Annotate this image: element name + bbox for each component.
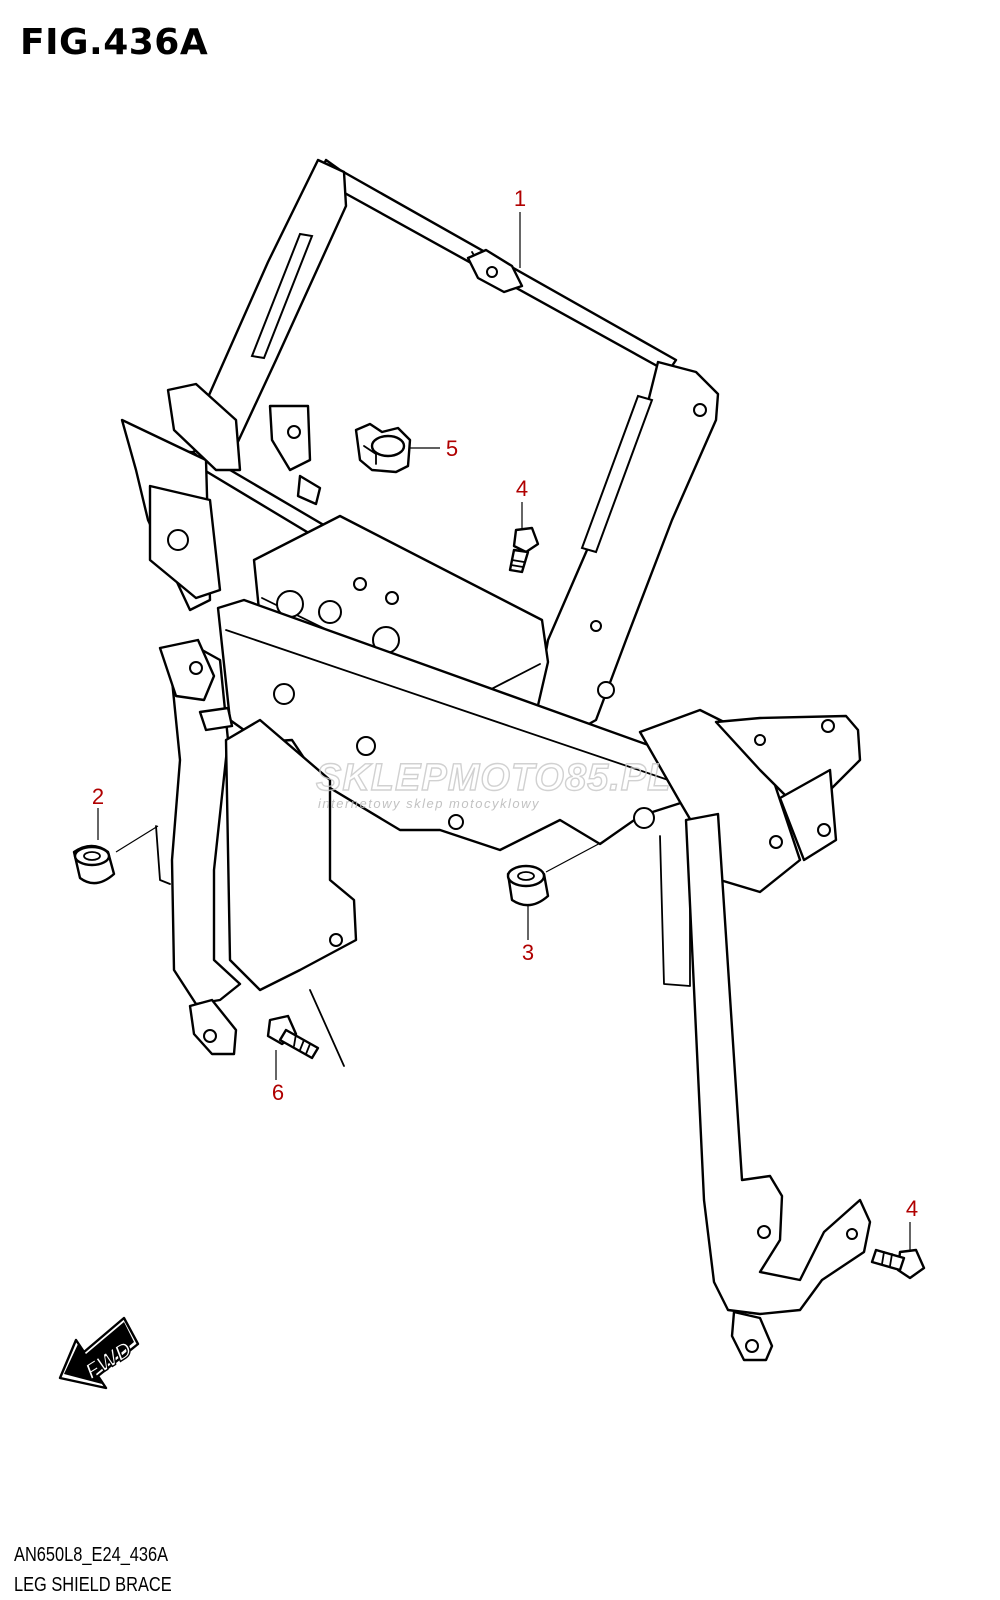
callout-2: 2 <box>92 784 104 809</box>
leader-lines <box>97 212 911 1252</box>
grommet-center <box>506 864 550 907</box>
right-side-mount <box>638 708 862 987</box>
bolt-lower-left <box>266 989 345 1067</box>
bolt-lower-right <box>870 1248 926 1280</box>
right-leg-tube <box>684 812 872 1362</box>
callout-6: 6 <box>272 1080 284 1105</box>
drawing-code: AN650L8_E24_436A <box>14 1544 169 1566</box>
watermark: SKLEPMOTO85.PL internetowy sklep motocyk… <box>315 756 671 811</box>
clamp-part <box>354 422 412 474</box>
watermark-subtext: internetowy sklep motocyklowy <box>318 796 540 811</box>
callout-4-lower: 4 <box>906 1196 918 1221</box>
watermark-text: SKLEPMOTO85.PL <box>316 757 671 799</box>
grommet-left <box>72 844 116 885</box>
right-upright <box>532 360 720 742</box>
figure-caption: LEG SHIELD BRACE <box>14 1574 172 1596</box>
callout-1: 1 <box>514 186 526 211</box>
bolt-upper <box>508 526 540 574</box>
figure-title: FIG.436A <box>20 22 209 63</box>
callout-numbers: 1 2 3 4 4 5 6 <box>92 186 918 1221</box>
fwd-arrow: FWD <box>58 1316 140 1390</box>
main-bracket <box>120 382 692 852</box>
left-leg-tube <box>155 638 358 1056</box>
callout-4-upper: 4 <box>516 476 528 501</box>
callout-3: 3 <box>522 940 534 965</box>
callout-5: 5 <box>446 436 458 461</box>
